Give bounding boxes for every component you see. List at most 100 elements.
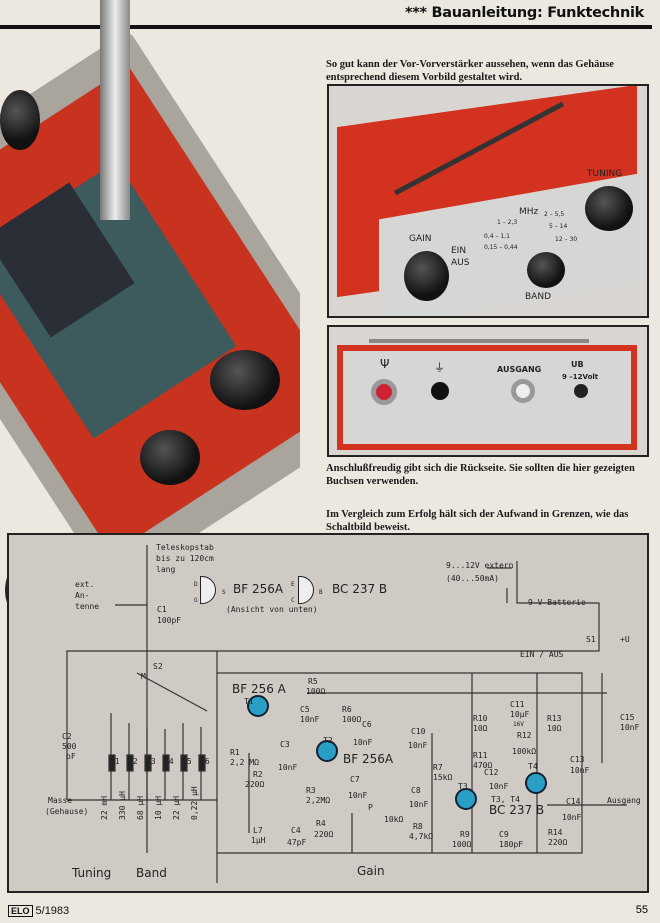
label-r4: 220Ω bbox=[314, 830, 334, 839]
caption-schematic: Im Vergleich zum Erfolg hält sich der Au… bbox=[326, 509, 629, 533]
label-r9: 100Ω bbox=[452, 840, 472, 849]
label-c12: 10nF bbox=[489, 782, 509, 791]
label-t1: T1 bbox=[244, 697, 254, 706]
label-r6: 100Ω bbox=[342, 715, 362, 724]
label-l7: 1µH bbox=[251, 836, 266, 845]
antenna-socket bbox=[371, 379, 397, 405]
coil-value: 22 mH bbox=[100, 795, 109, 820]
label-teleskop: lang bbox=[156, 565, 176, 574]
label-r3: 2,2MΩ bbox=[306, 796, 331, 805]
schematic-wiring bbox=[66, 545, 627, 883]
power-jack bbox=[574, 384, 588, 398]
label-c1: C1 bbox=[157, 605, 167, 614]
label-coil: L3 bbox=[146, 757, 156, 766]
label-c5: 10nF bbox=[300, 715, 320, 724]
tuning-knob bbox=[585, 186, 633, 231]
label-c9: C9 bbox=[499, 830, 509, 839]
section-header: *** Bauanleitung: Funktechnik bbox=[404, 5, 644, 21]
antenna-symbol-icon: Ψ bbox=[380, 357, 390, 371]
page-number: 55 bbox=[635, 904, 648, 916]
label-masse: Masse bbox=[48, 796, 73, 805]
label-c2: 500 bbox=[62, 742, 77, 751]
pin-label: E bbox=[291, 581, 295, 588]
label-r5: 100Ω bbox=[306, 687, 326, 696]
mhz-label: MHz bbox=[519, 207, 539, 217]
label-r7: R7 bbox=[433, 763, 443, 772]
label-c12: C12 bbox=[484, 768, 499, 777]
label-band: Band bbox=[136, 866, 167, 880]
label-c6: 10nF bbox=[353, 738, 373, 747]
label-ein-aus: EIN / AUS bbox=[520, 650, 564, 659]
label-r8: 4,7kΩ bbox=[409, 832, 434, 841]
label-coil: L1 bbox=[110, 757, 120, 766]
pin-label: B bbox=[319, 589, 323, 596]
ub-label: UB bbox=[571, 360, 584, 369]
label-r14: 220Ω bbox=[548, 838, 568, 847]
transistor-t4 bbox=[525, 772, 547, 794]
label-c2: pF bbox=[66, 752, 76, 761]
pin-label: C bbox=[291, 597, 295, 604]
label-coil: L4 bbox=[164, 757, 174, 766]
rear-view-photo: Ψ ⏚ AUSGANG UB 9 –12Volt bbox=[327, 325, 649, 457]
pin-label: S bbox=[222, 589, 226, 596]
label-t3-t4: T3, T4 bbox=[491, 795, 520, 804]
coil-value: 0,22 µH bbox=[190, 786, 199, 820]
telescopic-antenna bbox=[100, 0, 130, 220]
label-c13: 10nF bbox=[570, 766, 590, 775]
label-c15: 10nF bbox=[620, 723, 640, 732]
coil-value: 330 µH bbox=[118, 791, 127, 820]
label-t3: T3 bbox=[458, 782, 468, 791]
label-r9: R9 bbox=[460, 830, 470, 839]
label-r7: 15kΩ bbox=[433, 773, 453, 782]
gain-label: GAIN bbox=[409, 234, 432, 244]
label-masse: (Gehause) bbox=[45, 807, 89, 816]
ground-symbol-icon: ⏚ bbox=[434, 361, 445, 374]
label-c5: C5 bbox=[300, 705, 310, 714]
coil-value: 68 µH bbox=[136, 795, 145, 820]
label-tuning: Tuning bbox=[72, 866, 112, 880]
range-label: 2 – 5,5 bbox=[544, 211, 565, 218]
label-c13: C13 bbox=[570, 755, 585, 764]
range-label: 5 – 14 bbox=[549, 223, 568, 230]
label-c14: 10nF bbox=[562, 813, 582, 822]
label-c4: 47pF bbox=[287, 838, 307, 847]
transistor-t2 bbox=[316, 740, 338, 762]
label-c2: C2 bbox=[62, 732, 72, 741]
label-t4: T4 bbox=[528, 762, 538, 771]
label-r10: 10Ω bbox=[473, 724, 488, 733]
ausgang-label: AUSGANG bbox=[497, 365, 542, 374]
band-knob bbox=[527, 252, 565, 288]
tuning-label: TUNING bbox=[587, 169, 623, 179]
label-c3: C3 bbox=[280, 740, 290, 749]
label-t2: T2 bbox=[323, 736, 333, 745]
label-l7: L7 bbox=[253, 826, 263, 835]
label-c3: 10nF bbox=[278, 763, 298, 772]
label-c14: C14 bbox=[566, 797, 581, 806]
caption-front: So gut kann der Vor-Vorverstärker ausseh… bbox=[326, 59, 614, 83]
label-r13: 10Ω bbox=[547, 724, 562, 733]
label-supply: 9...12V extern bbox=[446, 561, 514, 570]
circuit-schematic bbox=[7, 533, 649, 893]
label-r2: 220Ω bbox=[245, 780, 265, 789]
label-c6: C6 bbox=[362, 720, 372, 729]
label-r12: R12 bbox=[517, 731, 532, 740]
label-c4: C4 bbox=[291, 826, 301, 835]
label-t1: BF 256 A bbox=[232, 682, 286, 696]
label-ausgang: Ausgang bbox=[607, 796, 641, 805]
label-r10: R10 bbox=[473, 714, 488, 723]
label-c7: C7 bbox=[350, 775, 360, 784]
pin-label: G bbox=[194, 597, 198, 604]
elo-logo: ELO bbox=[8, 905, 33, 917]
label-c10: C10 bbox=[411, 727, 426, 736]
coil-value: 10 µH bbox=[154, 795, 163, 820]
header-rule bbox=[0, 25, 652, 29]
label-c8: C8 bbox=[411, 786, 421, 795]
aus-label: AUS bbox=[451, 258, 470, 268]
label-ext-antenna: An- bbox=[75, 591, 90, 600]
label-ext-antenna: ext. bbox=[75, 580, 95, 589]
output-bnc-socket bbox=[511, 379, 535, 403]
label-c11: C11 bbox=[510, 700, 525, 709]
label-r11: 470Ω bbox=[473, 761, 493, 770]
voltage-label: 9 –12Volt bbox=[562, 373, 599, 381]
